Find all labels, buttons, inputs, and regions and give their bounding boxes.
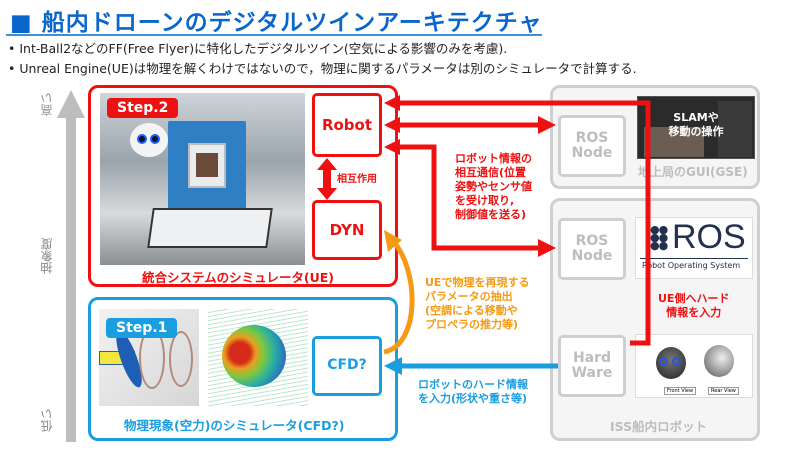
- ue-hw-line1: UE側へハード: [658, 292, 730, 305]
- robot-comm-line4: を受け取り,: [455, 194, 515, 207]
- robot-comm-annotation: ロボット情報の 相互通信(位置 姿勢やセンサ値 を受け取り, 制御値を送る): [455, 152, 532, 222]
- robot-comm-line3: 姿勢やセンサ値: [455, 180, 532, 193]
- int-ball-views-image: Front View Rear View: [635, 334, 753, 398]
- param-line4: プロペラの推力等): [425, 318, 519, 331]
- step1-badge: Step.1: [106, 318, 178, 338]
- robot-comm-line2: 相互通信(位置: [455, 166, 527, 179]
- iss-ros-node: ROS Node: [558, 218, 626, 280]
- interaction-label: 相互作用: [337, 174, 377, 185]
- bullet-1: • Int-Ball2などのFF(Free Flyer)に特化したデジタルツイン…: [8, 41, 508, 56]
- gse-node-line2: Node: [571, 145, 613, 161]
- gse-ros-node: ROS Node: [558, 115, 626, 177]
- ue-hw-line2: 情報を入力: [666, 306, 722, 319]
- robot-comm-line1: ロボット情報の: [455, 152, 532, 165]
- front-view-label: Front View: [664, 387, 697, 395]
- param-line1: UEで物理を再現する: [425, 276, 530, 289]
- red-robot-ros-double-arrow: [384, 139, 556, 257]
- gse-screen-line1: SLAMや: [673, 111, 719, 124]
- iss-node-line2: Node: [571, 248, 613, 264]
- red-hardware-to-robot-arrow: [384, 95, 651, 346]
- title-underline: [6, 34, 542, 36]
- iss-interior-photo: [100, 93, 305, 265]
- dyn-box: DYN: [312, 200, 382, 260]
- param-extract-annotation: UEで物理を再現する パラメータの抽出 (空調による移動や プロペラの推力等): [425, 276, 529, 332]
- ros-logo: ●●●●●● ROS Robot Operating System: [635, 217, 753, 279]
- bullet-2: • Unreal Engine(UE)は物理を解くわけではないので，物理に関する…: [8, 61, 637, 76]
- gse-caption: 地上局のGUI(GSE): [638, 165, 748, 179]
- sphere-cfd-image: [208, 309, 308, 406]
- gse-screen-text: SLAMや 移動の操作: [656, 111, 736, 139]
- hardware-line1: Hard: [572, 349, 612, 366]
- gse-gui-screenshot: SLAMや 移動の操作: [637, 96, 755, 159]
- iss-node-line1: ROS: [575, 232, 609, 249]
- hw-input-line2: を入力(形状や重さ等): [418, 392, 528, 405]
- red-robot-gse-double-arrow: [384, 116, 556, 134]
- robot-comm-line5: 制御値を送る): [455, 208, 527, 221]
- rear-view-label: Rear View: [708, 387, 739, 395]
- ue-block-caption: 統合システムのシミュレータ(UE): [142, 270, 334, 285]
- hardware-line2: Ware: [571, 365, 613, 381]
- blue-hardware-to-cfd-arrow: [384, 357, 558, 375]
- step2-badge: Step.2: [107, 98, 179, 118]
- robot-box: Robot: [312, 93, 382, 157]
- cfd-box: CFD?: [312, 336, 382, 396]
- ros-logo-text: ROS: [672, 218, 746, 256]
- ros-dots-icon: ●●●●●●: [650, 223, 668, 252]
- hardware-box: Hard Ware: [558, 335, 626, 397]
- cfd-block-caption: 物理現象(空力)のシミュレータ(CFD?): [124, 418, 345, 433]
- abstraction-axis-arrow: [57, 90, 85, 442]
- gse-screen-line2: 移動の操作: [668, 124, 724, 138]
- hw-input-line1: ロボットのハード情報: [418, 378, 528, 391]
- param-line3: (空調による移動や: [425, 304, 518, 317]
- interaction-double-arrow: [317, 158, 337, 200]
- int-ball-robot: [130, 123, 168, 157]
- orange-cfd-to-dyn-arrow: [383, 230, 415, 355]
- page-title: ■ 船内ドローンのデジタルツインアーキテクチャ: [10, 10, 543, 36]
- ros-logo-subtitle: Robot Operating System: [642, 261, 741, 270]
- gse-node-line1: ROS: [575, 129, 609, 146]
- iss-caption: ISS船内ロボット: [610, 419, 708, 434]
- hw-input-annotation: ロボットのハード情報 を入力(形状や重さ等): [418, 378, 528, 406]
- ue-hw-annotation: UE側へハード 情報を入力: [658, 292, 729, 320]
- param-line2: パラメータの抽出: [425, 290, 513, 303]
